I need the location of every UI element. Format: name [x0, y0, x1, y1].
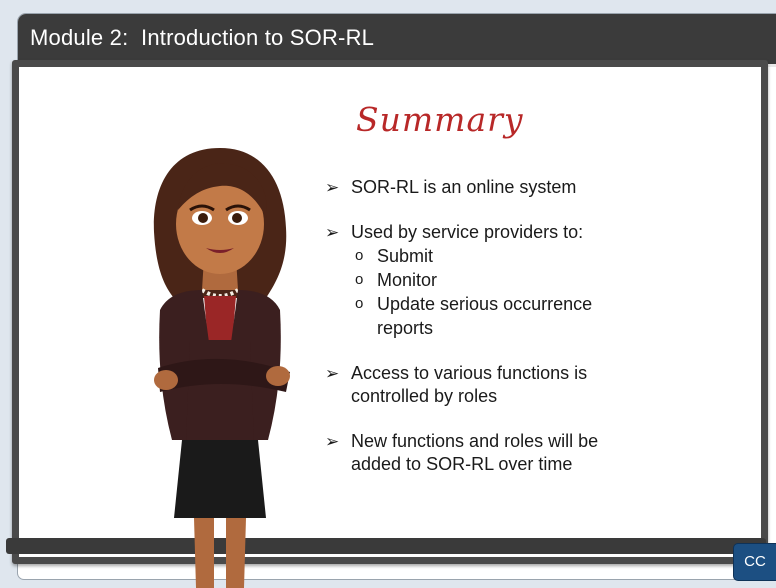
bullet-text: Used by service providers to:: [351, 222, 584, 242]
summary-list: ➢ SOR-RL is an online system ➢ Used by s…: [325, 176, 655, 476]
arrowhead-bullet-icon: ➢: [325, 178, 340, 197]
whiteboard: [12, 60, 768, 564]
list-item: ➢ New functions and roles will be added …: [325, 430, 655, 476]
hollow-circle-bullet-icon: o: [355, 271, 364, 288]
arrowhead-bullet-icon: ➢: [325, 364, 340, 383]
bullet-text-line1: Access to various functions is: [351, 363, 588, 383]
hollow-circle-bullet-icon: o: [355, 247, 364, 264]
bullet-text-line2: added to SOR-RL over time: [351, 454, 573, 474]
sub-item-continuation: reports: [377, 318, 434, 338]
whiteboard-tray: [6, 538, 766, 554]
summary-heading: Summary: [356, 100, 524, 139]
list-item: ➢ Used by service providers to:: [325, 221, 655, 244]
arrowhead-bullet-icon: ➢: [325, 223, 340, 242]
page-title: Module 2: Introduction to SOR-RL: [30, 25, 375, 50]
sub-item-text: Monitor: [377, 270, 438, 290]
title-bar: Module 2: Introduction to SOR-RL: [18, 14, 776, 67]
sub-list-item: o Monitor: [325, 268, 655, 292]
sub-list-item: o Submit: [325, 244, 655, 268]
list-item: ➢ Access to various functions is control…: [325, 362, 655, 408]
list-item: ➢ SOR-RL is an online system: [325, 176, 655, 199]
sub-item-text: Submit: [377, 246, 434, 266]
presenter-avatar-icon: [153, 148, 290, 588]
sub-item-text: Update serious occurrence: [377, 294, 593, 314]
bullet-text-line2: controlled by roles: [351, 386, 498, 406]
bullet-text-line1: New functions and roles will be: [351, 431, 599, 451]
arrowhead-bullet-icon: ➢: [325, 432, 340, 451]
hollow-circle-bullet-icon: o: [355, 295, 364, 312]
sub-list-item: o Update serious occurrence: [325, 292, 655, 316]
bullet-text: SOR-RL is an online system: [351, 177, 577, 197]
closed-captions-button[interactable]: CC: [734, 544, 776, 580]
